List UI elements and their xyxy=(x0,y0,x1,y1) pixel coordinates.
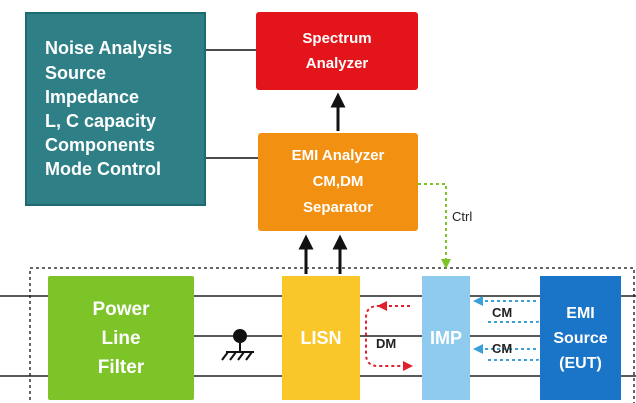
imp-box: IMP xyxy=(422,276,470,400)
notes-line-4: L, C capacity xyxy=(45,111,157,131)
notes-line-1: Noise Analysis xyxy=(45,38,173,59)
emi-source-box: EMI Source (EUT) xyxy=(540,276,621,400)
filter-line-3: Filter xyxy=(97,356,145,378)
emi-analyzer-line-1: EMI Analyzer xyxy=(291,147,385,164)
ground-icon xyxy=(221,329,254,361)
source-line-2: Source xyxy=(553,329,608,347)
ctrl-arrow xyxy=(418,183,451,269)
filter-line-2: Line xyxy=(101,327,141,349)
lisn-box: LISN xyxy=(282,276,360,400)
emi-analyzer-line-2: CM,DM xyxy=(312,173,364,190)
notes-line-2: Source xyxy=(45,62,107,83)
analysis-features-box: Noise Analysis Source Impedance L, C cap… xyxy=(25,12,206,206)
power-line-filter-box: Power Line Filter xyxy=(48,276,194,400)
spectrum-line-1: Spectrum xyxy=(302,30,372,47)
cm-label-bottom: CM xyxy=(492,341,513,356)
lisn-label: LISN xyxy=(300,327,342,348)
spectrum-analyzer-box: Spectrum Analyzer xyxy=(256,12,418,90)
dm-loop-arrow xyxy=(365,301,413,371)
notes-line-5: Components xyxy=(45,135,155,156)
system-enclosure xyxy=(29,267,635,403)
dm-label: DM xyxy=(376,336,397,351)
source-line-1: EMI xyxy=(566,304,595,322)
cm-label-top: CM xyxy=(492,305,513,320)
imp-label: IMP xyxy=(429,327,462,348)
filter-line-1: Power xyxy=(92,298,150,320)
emi-analyzer-line-3: Separator xyxy=(302,199,374,216)
ctrl-label: Ctrl xyxy=(452,209,473,224)
notes-line-3: Impedance xyxy=(45,86,140,107)
emi-analyzer-box: EMI Analyzer CM,DM Separator xyxy=(258,133,418,231)
source-line-3: (EUT) xyxy=(559,354,602,372)
spectrum-line-2: Analyzer xyxy=(305,55,369,72)
notes-line-6: Mode Control xyxy=(45,159,161,180)
